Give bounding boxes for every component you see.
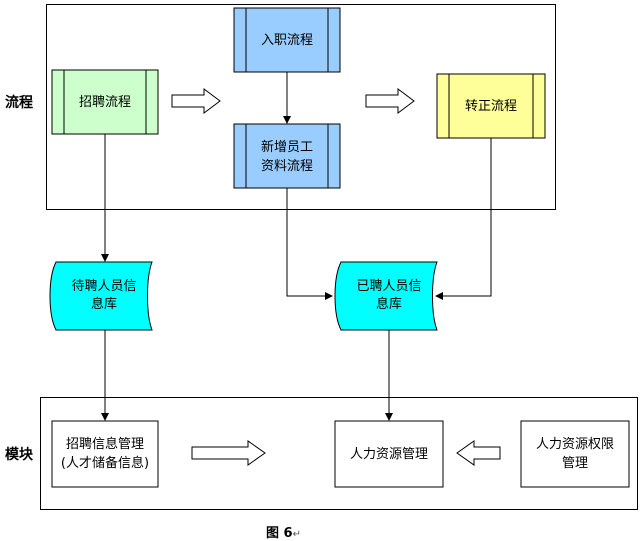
regular-process-label: 转正流程 (465, 99, 517, 114)
hired-db-label-line2: 息库 (376, 296, 402, 312)
onboard-process-box[interactable]: 入职流程 (233, 7, 341, 73)
candidates-database[interactable]: 待聘人员信 息库 (49, 261, 153, 331)
figure-caption: 图 6↵ (266, 522, 301, 541)
figure-caption-label: 图 6 (266, 526, 293, 541)
hr-permission-label-line2: 管理 (562, 456, 588, 471)
process-section-label: 流程 (5, 95, 33, 111)
new-employee-label-line1: 新增员工 (261, 139, 313, 155)
recruit-mgmt-label-line1: 招聘信息管理 (66, 436, 144, 452)
hired-database[interactable]: 已聘人员信 息库 (334, 261, 438, 331)
candidates-db-label-line1: 待聘人员信 (71, 279, 136, 294)
recruit-mgmt-label-line2: (人才储备信息) (61, 455, 149, 471)
regular-process-box[interactable]: 转正流程 (436, 73, 546, 139)
hired-db-label-line1: 已聘人员信 (356, 279, 421, 294)
recruit-mgmt-module[interactable]: 招聘信息管理 (人才储备信息) (51, 420, 159, 488)
modules-section-label: 模块 (5, 447, 33, 463)
hr-mgmt-label: 人力资源管理 (350, 447, 428, 462)
connector-regular-to-hired (435, 138, 492, 300)
new-employee-label-line2: 资料流程 (261, 159, 313, 174)
hr-mgmt-module[interactable]: 人力资源管理 (334, 420, 444, 488)
connector-newemp-to-hired (286, 188, 333, 300)
new-employee-process-box[interactable]: 新增员工 资料流程 (233, 123, 341, 189)
onboard-process-label: 入职流程 (261, 33, 313, 48)
process-frame (46, 4, 556, 210)
modules-frame (40, 397, 638, 510)
candidates-db-label-line2: 息库 (91, 296, 117, 312)
block-arrow-module-right (191, 440, 266, 466)
hr-permission-module[interactable]: 人力资源权限 管理 (520, 420, 630, 488)
block-arrow-module-left (456, 440, 501, 466)
block-arrow-2 (365, 88, 415, 114)
recruit-process-label: 招聘流程 (79, 95, 131, 110)
hr-permission-label-line1: 人力资源权限 (536, 436, 614, 452)
paragraph-mark: ↵ (292, 529, 301, 540)
block-arrow-1 (171, 88, 221, 114)
recruit-process-box[interactable]: 招聘流程 (51, 69, 159, 135)
